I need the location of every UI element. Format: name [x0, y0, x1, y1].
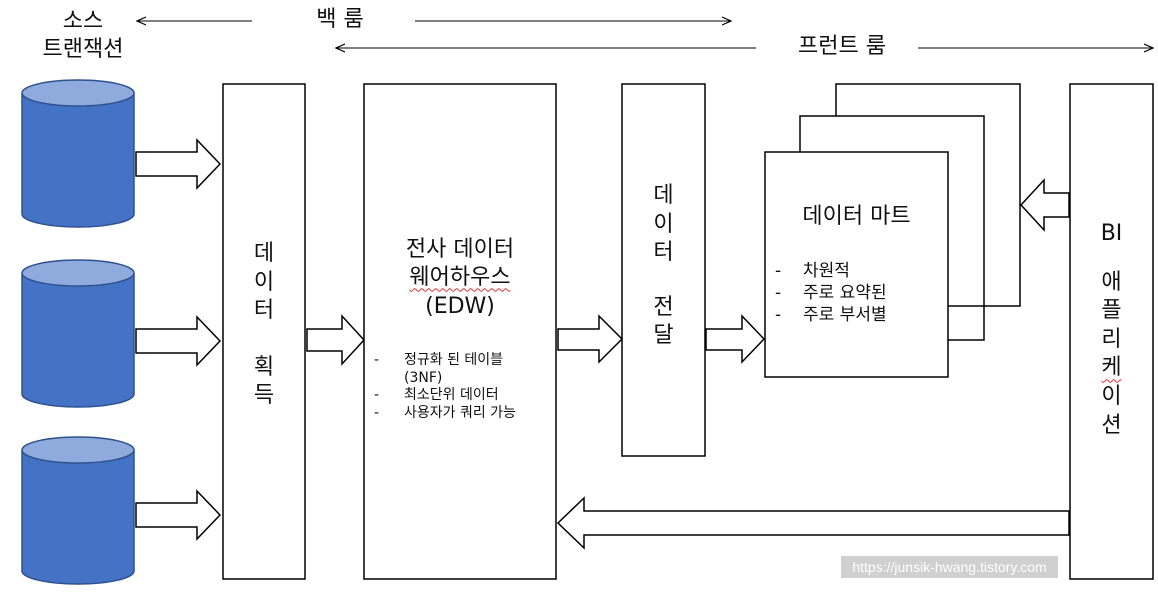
data-mart-box: [764, 151, 949, 378]
database-icon-2: [21, 259, 135, 408]
source-label-line2: 트랜잭션: [42, 36, 124, 62]
list-item: -정규화 된 테이블: [374, 352, 504, 368]
source-label-line1: 소스: [62, 9, 104, 34]
back-room-label: 백 룸: [296, 6, 384, 34]
list-item: -최소단위 데이터: [374, 387, 499, 403]
bi-application-box: [1069, 83, 1154, 580]
block-arrow-source-3: [135, 489, 222, 541]
block-arrow-acquisition-to-edw: [306, 314, 366, 366]
block-arrow-source-1: [135, 138, 222, 190]
data-acquisition-box: [222, 83, 306, 580]
data-mart-title: 데이터 마트: [802, 204, 911, 229]
database-icon-1: [21, 79, 135, 228]
block-arrow-bi-to-edw: [556, 496, 1070, 550]
block-arrow-delivery-to-mart: [705, 314, 766, 364]
edw-bullet-list: -정규화 된 테이블 (3NF) -최소단위 데이터 -사용자가 쿼리 가능: [374, 352, 554, 422]
data-acquisition-label: 데 이 터 획 득: [253, 241, 275, 409]
data-mart-bullet-list: -차원적 -주로 요약된 -주로 부서별: [775, 260, 945, 326]
data-delivery-box: [621, 83, 706, 457]
watermark-url: https://junsik-hwang.tistory.com: [841, 556, 1058, 578]
edw-title: 전사 데이터 웨어하우스 (EDW): [405, 237, 515, 319]
data-delivery-label: 데 이 터 전 달: [653, 183, 674, 349]
list-item: -사용자가 쿼리 가능: [374, 404, 516, 421]
edw-box: [363, 83, 557, 580]
bi-application-label: BI 애 플 리 케 이 션: [1100, 221, 1123, 438]
block-arrow-bi-to-mart: [1019, 178, 1070, 232]
data-mart-back-box-2: [835, 83, 1021, 307]
database-icon-3: [21, 436, 135, 585]
block-arrow-source-2: [135, 315, 222, 367]
block-arrow-edw-to-delivery: [557, 314, 624, 364]
list-item: -차원적: [775, 261, 850, 281]
list-item: -주로 요약된: [775, 283, 887, 304]
data-mart-back-box-1: [799, 115, 985, 341]
front-room-label: 프런트 룸: [773, 33, 911, 61]
list-item: -주로 부서별: [775, 305, 887, 326]
source-transaction-label: 소스 트랜잭션: [24, 8, 142, 63]
list-item: (3NF): [404, 369, 443, 386]
